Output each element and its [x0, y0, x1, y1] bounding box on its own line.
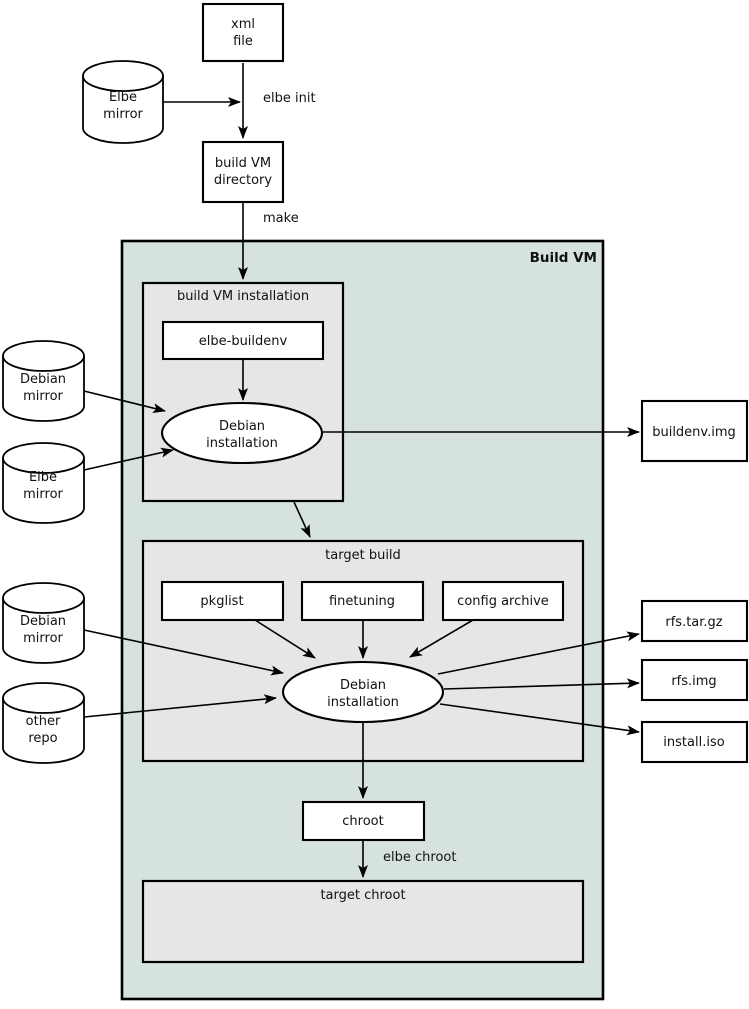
- edge-pkglist-to-debianinstall: [254, 619, 316, 659]
- debian-installation-target-label-line1: Debian: [340, 678, 386, 693]
- cylinder-lid: [2, 597, 85, 614]
- build-vm-title: Build VM: [530, 250, 597, 266]
- edge-installation-to-targetbuild: [293, 501, 311, 538]
- debian-installation-vm-ellipse: [160, 401, 324, 465]
- elbe-buildenv-label: elbe-buildenv: [199, 334, 288, 349]
- build-vm-installation-title: build VM installation: [177, 289, 309, 304]
- cylinder-lid: [2, 697, 85, 714]
- elbe-init-edge-label: elbe init: [263, 91, 316, 106]
- xml-file-label-line1: xml: [231, 17, 255, 32]
- cylinder-body: [2, 682, 85, 764]
- chroot-label: chroot: [342, 814, 383, 829]
- pkglist-label: pkglist: [200, 594, 243, 609]
- debian-mirror-target-cylinder: [2, 582, 85, 664]
- build-vm-directory-label-line1: build VM: [215, 156, 271, 171]
- edge-debianinstall-to-rfstargz: [437, 631, 640, 675]
- cylinder-body: [2, 442, 85, 524]
- config-archive-node: [441, 580, 565, 622]
- build-vm-directory-node: [201, 140, 285, 204]
- buildenv-img-label: buildenv.img: [652, 425, 736, 440]
- edge-debianmirror-to-debianinstall-vm: [83, 390, 166, 413]
- chroot-node: [301, 800, 426, 842]
- edge-configarchive-to-debianinstall: [409, 619, 474, 658]
- other-repo-cylinder: [2, 682, 85, 764]
- cylinder-body: [2, 582, 85, 664]
- cylinder-lid: [82, 75, 164, 92]
- debian-mirror-target-label-line2: mirror: [23, 631, 63, 646]
- install-iso-label: install.iso: [663, 735, 724, 750]
- rfs-tar-gz-label: rfs.tar.gz: [665, 615, 722, 630]
- debian-mirror-vm-cylinder: [2, 340, 85, 422]
- build-vm-directory-label-line2: directory: [214, 173, 272, 188]
- debian-installation-vm-label-line2: installation: [206, 436, 278, 451]
- edge-debianmirror-to-debianinstall-target: [83, 629, 284, 676]
- other-repo-label-line1: other: [26, 714, 61, 729]
- edge-debianinstall-to-rfsimg: [443, 678, 640, 690]
- cylinder-body: [82, 60, 164, 144]
- rfs-img-label: rfs.img: [671, 674, 716, 689]
- debian-installation-vm-label-line1: Debian: [219, 419, 265, 434]
- cylinder-lid: [2, 355, 85, 372]
- debian-installation-target-label-line2: installation: [327, 695, 399, 710]
- finetuning-label: finetuning: [329, 594, 395, 609]
- elbe-chroot-edge-label: elbe chroot: [383, 850, 456, 865]
- other-repo-label-line2: repo: [28, 731, 57, 746]
- edges: [83, 63, 640, 878]
- elbe-mirror-vm-cylinder: [2, 442, 85, 524]
- xml-file-label-line2: file: [233, 34, 253, 49]
- debian-mirror-target-label-line1: Debian: [20, 614, 66, 629]
- elbe-mirror-top-cylinder: [82, 60, 164, 144]
- cylinder-lid: [2, 457, 85, 474]
- target-chroot-title: target chroot: [320, 888, 405, 903]
- edge-elbemirror-to-debianinstall-vm: [83, 447, 174, 471]
- elbe-mirror-vm-label-line1: Elbe: [29, 470, 57, 485]
- cylinder-body: [2, 340, 85, 422]
- edge-otherrepo-to-debianinstall-target: [83, 694, 277, 718]
- elbe-mirror-vm-label-line2: mirror: [23, 487, 63, 502]
- debian-mirror-vm-label-line1: Debian: [20, 372, 66, 387]
- pkglist-node: [160, 580, 285, 622]
- install-iso-node: [640, 720, 749, 764]
- debian-mirror-vm-label-line2: mirror: [23, 389, 63, 404]
- finetuning-node: [300, 580, 425, 622]
- target-chroot-container: [141, 879, 585, 964]
- make-edge-label: make: [263, 211, 299, 226]
- edge-debianinstall-to-installiso: [439, 703, 640, 736]
- xml-file-node: [201, 2, 285, 63]
- rfs-tar-gz-node: [640, 599, 749, 643]
- elbe-buildenv-node: [161, 320, 325, 361]
- rfs-img-node: [640, 658, 749, 702]
- elbe-mirror-top-label-line1: Elbe: [109, 90, 137, 105]
- elbe-mirror-top-label-line2: mirror: [103, 107, 143, 122]
- buildenv-img-node: [640, 399, 749, 463]
- config-archive-label: config archive: [457, 594, 549, 609]
- target-build-title: target build: [325, 548, 401, 563]
